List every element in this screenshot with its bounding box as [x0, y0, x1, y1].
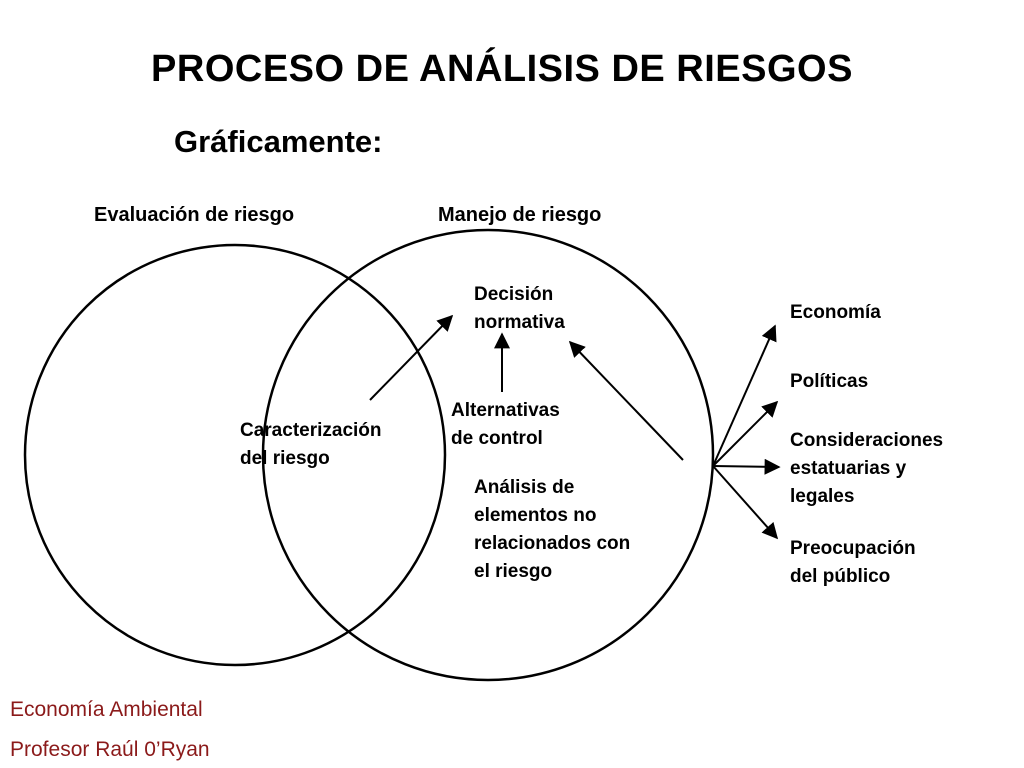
risk-assessment-label: Evaluación de riesgo: [94, 204, 295, 226]
arrow-factors-to-decision: [568, 340, 684, 461]
factor-economia: Economía: [790, 302, 881, 323]
analysis-node: Análisis de elementos no relacionados co…: [474, 477, 631, 582]
arrow-to-consideraciones: [712, 458, 781, 475]
factor-politicas: Políticas: [790, 371, 869, 392]
footer-course: Economía Ambiental: [10, 698, 203, 721]
arrow-to-preocupacion: [712, 465, 779, 540]
characterization-node: Caracterización del riesgo: [240, 420, 382, 469]
arrow-characterization-to-decision: [369, 314, 454, 401]
page-subtitle: Gráficamente:: [174, 124, 383, 159]
risk-assessment-circle: [23, 243, 447, 667]
factor-preocupacion: Preocupación del público: [790, 538, 916, 587]
risk-management-label: Manejo de riesgo: [438, 204, 602, 226]
page-title: PROCESO DE ANÁLISIS DE RIESGOS: [151, 48, 853, 90]
decision-node: Decisión normativa: [474, 284, 565, 333]
alternatives-node: Alternativas de control: [451, 400, 560, 449]
risk-management-circle: [261, 228, 715, 682]
arrow-to-politicas: [712, 400, 779, 467]
arrow-to-economia: [712, 324, 777, 467]
footer-professor: Profesor Raúl 0’Ryan: [10, 738, 210, 761]
factor-consideraciones: Consideraciones estatuarias y legales: [790, 430, 944, 507]
